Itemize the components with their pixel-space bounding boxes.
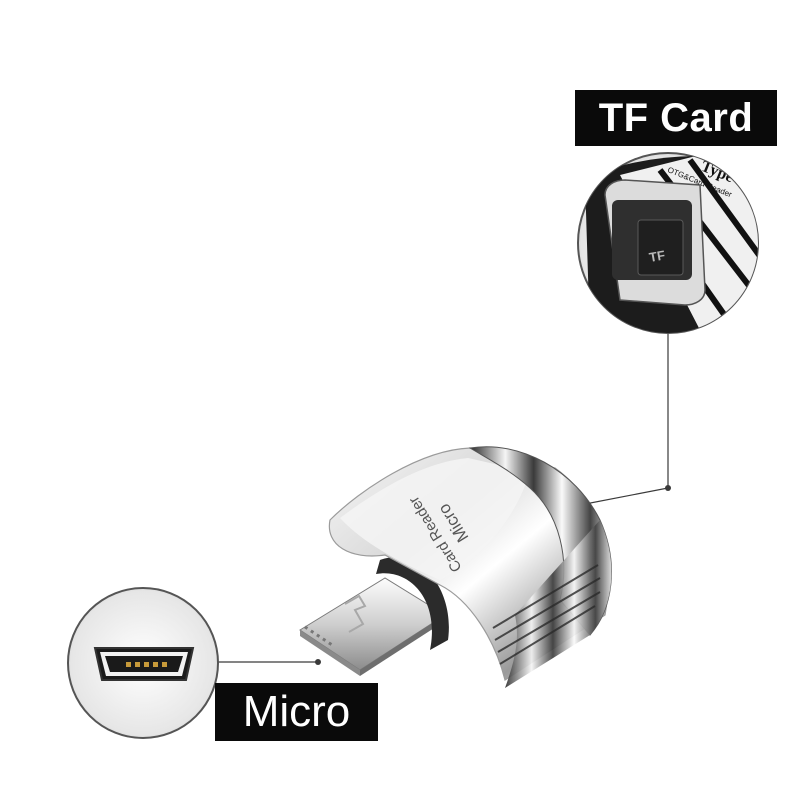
tf-slot-inset: TF Type-C OTG&Card Reader xyxy=(577,152,759,334)
inset-tf-mark: TF xyxy=(648,247,666,265)
micro-port-inset xyxy=(67,587,219,739)
leader-lines xyxy=(218,333,671,665)
micro-label: Micro xyxy=(215,683,378,741)
micro-usb-plug xyxy=(299,577,446,676)
tf-card-label: TF Card xyxy=(575,90,777,146)
card-reader-adapter: Micro Card Reader xyxy=(299,446,612,688)
